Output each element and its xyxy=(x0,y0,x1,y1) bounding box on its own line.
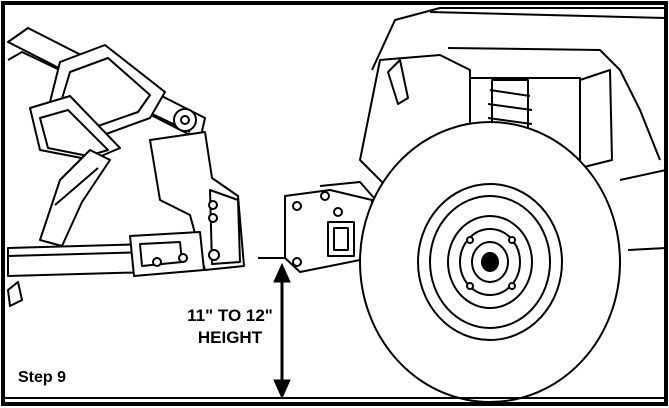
implement-assembly xyxy=(7,27,245,307)
dimension-label-line2: HEIGHT xyxy=(197,328,263,347)
dimension-arrow-icon xyxy=(273,262,291,400)
dimension-label-line1: 11" TO 12" xyxy=(187,306,273,325)
vehicle-front xyxy=(284,7,667,403)
step-label: Step 9 xyxy=(18,369,67,386)
